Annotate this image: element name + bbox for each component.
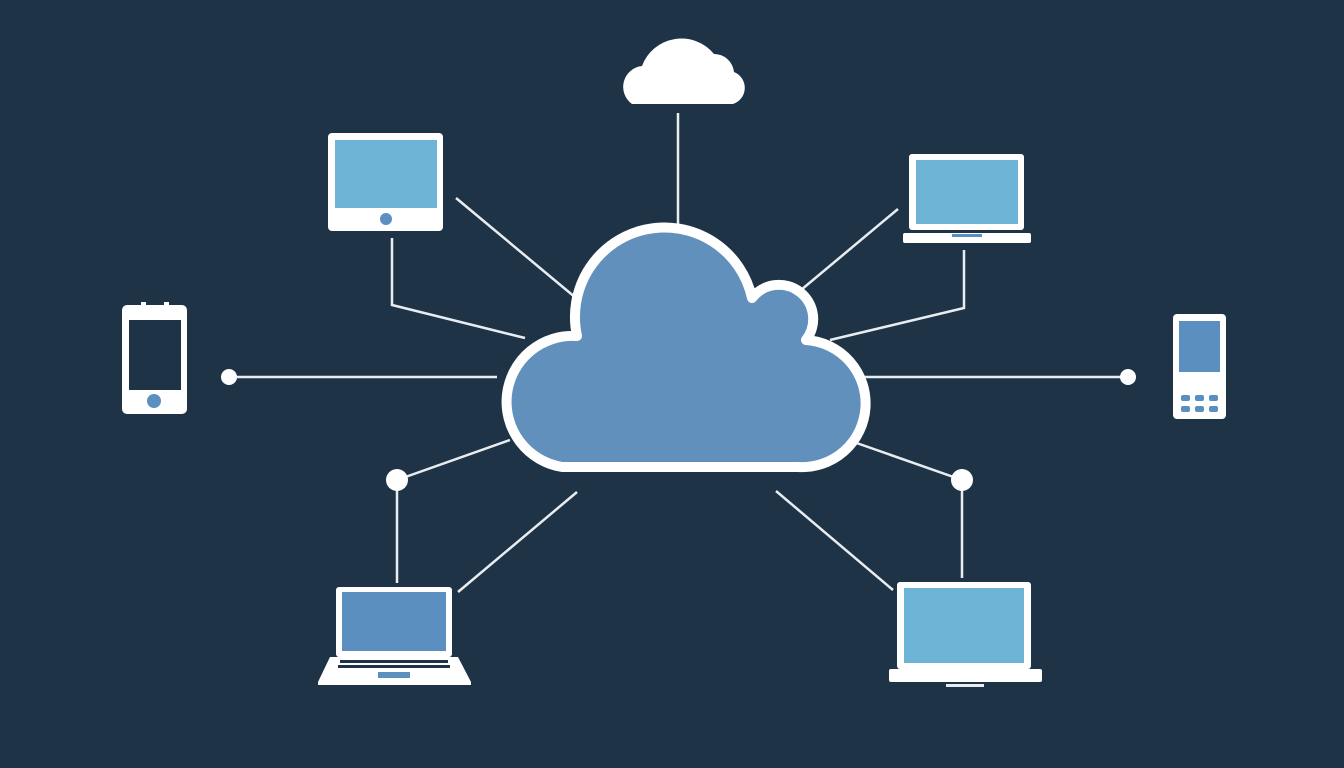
line-laptop-bl — [457, 491, 578, 593]
junction-dots — [221, 369, 1136, 491]
laptop-icon-top-right — [903, 154, 1031, 243]
top-cloud-icon — [623, 38, 745, 105]
central-cloud-icon — [501, 222, 871, 473]
line-laptop-br — [775, 490, 894, 591]
dot-left — [221, 369, 237, 385]
mobile-phone-icon-right — [1173, 314, 1226, 419]
tablet-icon — [328, 133, 443, 231]
line-tablet-elbow — [390, 238, 526, 340]
laptop-icon-bottom-right — [889, 582, 1042, 687]
line-laptop-tr-elbow — [829, 250, 966, 342]
line-laptop-tr — [794, 208, 899, 296]
laptop-icon-bottom-left — [318, 587, 471, 685]
dot-right — [1120, 369, 1136, 385]
line-tablet — [455, 197, 577, 299]
dot-bottom-right — [951, 469, 973, 491]
smartphone-icon-left — [122, 302, 187, 414]
dot-bottom-left — [386, 469, 408, 491]
